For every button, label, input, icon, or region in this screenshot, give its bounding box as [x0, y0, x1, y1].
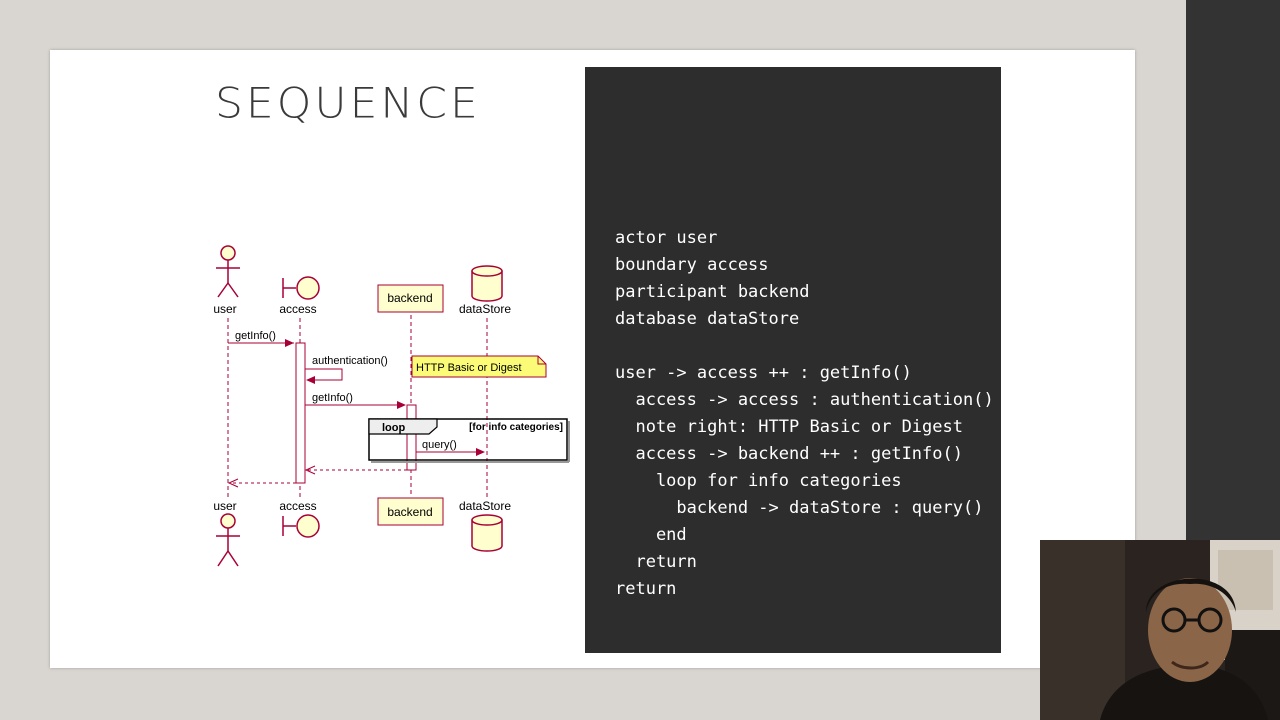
sequence-diagram: user access backend dataStore getInfo() … — [213, 245, 570, 567]
code-line: database dataStore — [615, 309, 800, 329]
boundary-icon — [282, 276, 320, 300]
participant-user-bottom: user — [213, 499, 236, 513]
webcam-overlay — [1040, 540, 1280, 720]
database-icon — [471, 265, 503, 302]
activation-backend — [406, 404, 417, 471]
code-line: participant backend — [615, 282, 810, 302]
code-line: access -> backend ++ : getInfo() — [615, 444, 963, 464]
return-access-arrowhead — [227, 478, 239, 488]
code-block: actor user boundary access participant b… — [615, 225, 994, 603]
return-backend-arrowhead — [304, 465, 316, 475]
arrowhead — [285, 339, 294, 347]
participant-datastore-bottom: dataStore — [459, 499, 511, 513]
code-line: return — [615, 579, 677, 599]
participant-backend-box-bottom — [377, 497, 444, 526]
loop-frame — [368, 418, 568, 461]
participant-datastore-top: dataStore — [459, 302, 511, 316]
activation-access — [295, 342, 306, 484]
participant-backend-box-top — [377, 284, 444, 313]
participant-backend-bottom: backend — [387, 505, 432, 519]
participant-user-top: user — [213, 302, 236, 316]
actor-icon — [216, 513, 240, 567]
code-line: user -> access ++ : getInfo() — [615, 363, 912, 383]
message-authentication-line — [305, 368, 343, 381]
loop-keyword: loop — [382, 422, 405, 434]
code-line: return — [615, 552, 697, 572]
message-getinfo2-label: getInfo() — [312, 392, 353, 404]
message-getinfo-label: getInfo() — [235, 330, 276, 342]
slide-title: SEQUENCE — [215, 79, 481, 128]
code-line: boundary access — [615, 255, 769, 275]
message-query-label: query() — [422, 439, 457, 451]
code-line: access -> access : authentication() — [615, 390, 994, 410]
participant-backend-top: backend — [387, 291, 432, 305]
code-line — [615, 333, 994, 360]
note-box — [411, 355, 547, 378]
boundary-icon — [282, 514, 320, 538]
note-fold — [537, 356, 546, 365]
loop-condition: [for info categories] — [469, 422, 563, 433]
code-line: end — [615, 525, 687, 545]
code-line: backend -> dataStore : query() — [615, 498, 984, 518]
participant-access-bottom: access — [279, 499, 316, 513]
participant-access-top: access — [279, 302, 316, 316]
arrowhead — [306, 376, 315, 384]
database-icon — [471, 514, 503, 552]
code-line: note right: HTTP Basic or Digest — [615, 417, 963, 437]
code-line: loop for info categories — [615, 471, 902, 491]
loop-tab — [368, 418, 438, 435]
actor-icon — [216, 245, 240, 298]
arrowhead — [397, 401, 406, 409]
message-authentication-label: authentication() — [312, 355, 388, 367]
code-line: actor user — [615, 228, 718, 248]
code-panel — [585, 67, 1001, 653]
note-text: HTTP Basic or Digest — [416, 362, 522, 374]
arrowhead — [476, 448, 485, 456]
